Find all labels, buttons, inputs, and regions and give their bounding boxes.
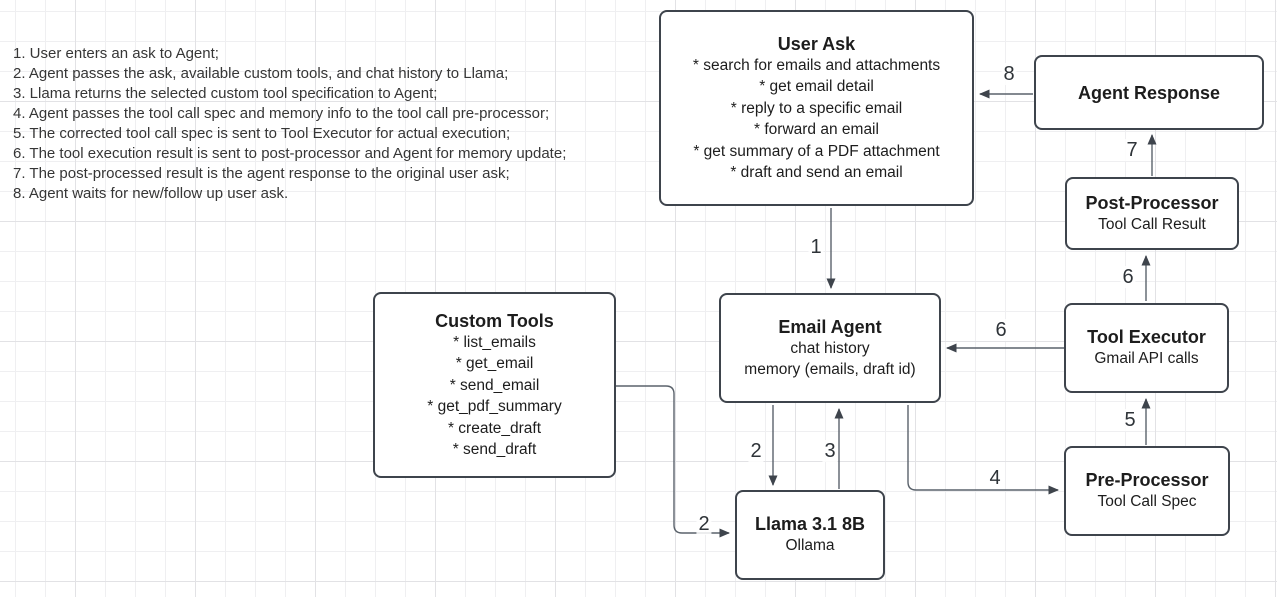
email-agent-line: chat history bbox=[790, 339, 870, 357]
post-processor-node[interactable]: Post-Processor Tool Call Result bbox=[1065, 177, 1239, 250]
email-agent-node[interactable]: Email Agent chat history memory (emails,… bbox=[719, 293, 941, 403]
edge-4-email-agent-to-pre-processor bbox=[907, 405, 1059, 495]
note-line: 6. The tool execution result is sent to … bbox=[13, 145, 567, 162]
note-line: 4. Agent passes the tool call spec and m… bbox=[13, 105, 550, 122]
tool-executor-title: Tool Executor bbox=[1087, 327, 1206, 348]
tool-executor-node[interactable]: Tool Executor Gmail API calls bbox=[1064, 303, 1229, 393]
note-line: 5. The corrected tool call spec is sent … bbox=[13, 125, 511, 142]
custom-tools-item: * send_email bbox=[449, 376, 540, 394]
note-line: 8. Agent waits for new/follow up user as… bbox=[13, 185, 289, 202]
edge-label-step6-result: 6 bbox=[1120, 266, 1136, 288]
user-ask-title: User Ask bbox=[777, 33, 856, 54]
custom-tools-item: * create_draft bbox=[447, 419, 542, 437]
custom-tools-node[interactable]: Custom Tools * list_emails * get_email *… bbox=[373, 292, 616, 478]
edge-label-step2-history: 2 bbox=[748, 440, 764, 462]
custom-tools-item: * send_draft bbox=[452, 441, 537, 458]
user-ask-item: * get email detail bbox=[759, 78, 874, 95]
llama-node[interactable]: Llama 3.1 8B Ollama bbox=[735, 490, 885, 580]
post-processor-subtitle: Tool Call Result bbox=[1098, 215, 1206, 233]
edge-label-step8: 8 bbox=[1001, 63, 1017, 85]
edge-2-custom-tools-to-llama bbox=[616, 385, 730, 538]
edge-label-step1: 1 bbox=[808, 236, 824, 258]
pre-processor-title: Pre-Processor bbox=[1085, 470, 1209, 491]
edge-label-step3: 3 bbox=[822, 440, 838, 462]
edge-label-step5: 5 bbox=[1122, 409, 1138, 431]
llama-title: Llama 3.1 8B bbox=[754, 514, 866, 535]
user-ask-item: * forward an email bbox=[754, 121, 879, 138]
user-ask-item: * search for emails and attachments bbox=[692, 56, 941, 74]
email-agent-line: memory (emails, draft id) bbox=[744, 361, 916, 378]
note-line: 3. Llama returns the selected custom too… bbox=[13, 85, 438, 102]
note-line: 1. User enters an ask to Agent; bbox=[13, 45, 219, 62]
agent-response-node[interactable]: Agent Response bbox=[1034, 55, 1264, 130]
user-ask-item: * reply to a specific email bbox=[730, 99, 903, 117]
pre-processor-node[interactable]: Pre-Processor Tool Call Spec bbox=[1064, 446, 1230, 536]
user-ask-item: * draft and send an email bbox=[730, 164, 903, 181]
custom-tools-item: * get_pdf_summary bbox=[427, 398, 562, 415]
note-line: 7. The post-processed result is the agen… bbox=[13, 165, 510, 182]
note-line: 2. Agent passes the ask, available custo… bbox=[13, 65, 509, 82]
agent-response-title: Agent Response bbox=[1077, 82, 1221, 103]
flow-notes: 1. User enters an ask to Agent; 2. Agent… bbox=[13, 44, 566, 204]
edge-label-step2-tools: 2 bbox=[696, 513, 712, 535]
custom-tools-title: Custom Tools bbox=[435, 310, 554, 331]
pre-processor-subtitle: Tool Call Spec bbox=[1097, 493, 1197, 511]
custom-tools-item: * list_emails bbox=[453, 333, 536, 351]
post-processor-title: Post-Processor bbox=[1085, 192, 1219, 213]
llama-subtitle: Ollama bbox=[785, 537, 835, 555]
edge-label-step7: 7 bbox=[1124, 139, 1140, 161]
tool-executor-subtitle: Gmail API calls bbox=[1094, 350, 1199, 368]
email-agent-title: Email Agent bbox=[778, 316, 882, 337]
edge-label-step4: 4 bbox=[987, 467, 1003, 489]
edge-label-step6-memory: 6 bbox=[993, 319, 1009, 341]
user-ask-node[interactable]: User Ask * search for emails and attachm… bbox=[659, 10, 974, 206]
custom-tools-item: * get_email bbox=[455, 355, 534, 372]
user-ask-item: * get summary of a PDF attachment bbox=[693, 142, 940, 160]
